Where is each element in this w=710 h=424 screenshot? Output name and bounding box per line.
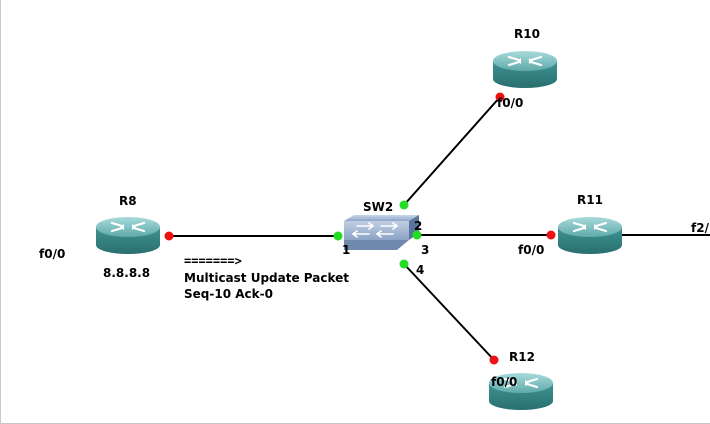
packet-annotation-line2: Seq-10 Ack-0 <box>184 287 273 301</box>
r8-interface-label: f0/0 <box>39 247 66 261</box>
router-r8-icon[interactable] <box>94 215 162 256</box>
r11-right-interface-label: f2/ <box>691 221 709 235</box>
port-status-up <box>399 200 409 210</box>
port-status-down <box>164 231 174 241</box>
router-r12-label[interactable]: R12 <box>509 350 535 364</box>
port-status-down <box>495 92 505 102</box>
r10-interface-label: f0/0 <box>497 96 524 110</box>
link-sw2-r12[interactable] <box>403 263 495 361</box>
switch-sw2-icon[interactable] <box>344 215 419 250</box>
port-status-up <box>399 259 409 269</box>
r12-interface-label: f0/0 <box>491 375 518 389</box>
port-status-up <box>412 230 422 240</box>
sw2-port-3-label: 3 <box>421 243 430 257</box>
router-r11-icon[interactable] <box>556 215 624 256</box>
port-status-down <box>489 355 499 365</box>
port-status-down <box>546 230 556 240</box>
packet-annotation-line1: Multicast Update Packet <box>184 271 350 285</box>
r8-ip-label: 8.8.8.8 <box>103 266 151 280</box>
r11-interface-label: f0/0 <box>518 243 545 257</box>
switch-sw2-label[interactable]: SW2 <box>363 200 394 214</box>
sw2-port-1-label: 1 <box>342 243 351 257</box>
sw2-port-4-label: 4 <box>416 263 425 277</box>
router-r10-icon[interactable] <box>491 49 559 90</box>
router-r11-label[interactable]: R11 <box>577 193 603 207</box>
port-status-up <box>333 231 343 241</box>
packet-direction-arrow: =======> <box>184 254 242 268</box>
router-r10-label[interactable]: R10 <box>514 27 540 41</box>
sw2-port-2-label: 2 <box>414 219 423 233</box>
router-r8-label[interactable]: R8 <box>119 194 137 208</box>
link-sw2-r10[interactable] <box>403 96 501 206</box>
